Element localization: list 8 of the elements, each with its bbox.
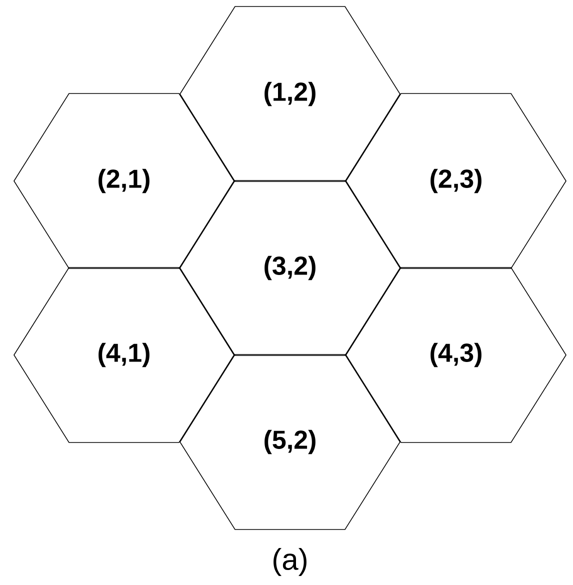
- hexagon-cell: (2,1): [14, 93, 234, 269]
- hexagon-cell: (3,2): [180, 180, 400, 356]
- hexagon-cell: (1,2): [180, 6, 400, 182]
- hexagon-cell: (5,2): [180, 354, 400, 530]
- caption: (a): [274, 548, 306, 576]
- hexagon-cell: (4,3): [346, 267, 566, 443]
- hexagon-cell: (2,3): [346, 93, 566, 269]
- hexagon-cell: (4,1): [14, 267, 234, 443]
